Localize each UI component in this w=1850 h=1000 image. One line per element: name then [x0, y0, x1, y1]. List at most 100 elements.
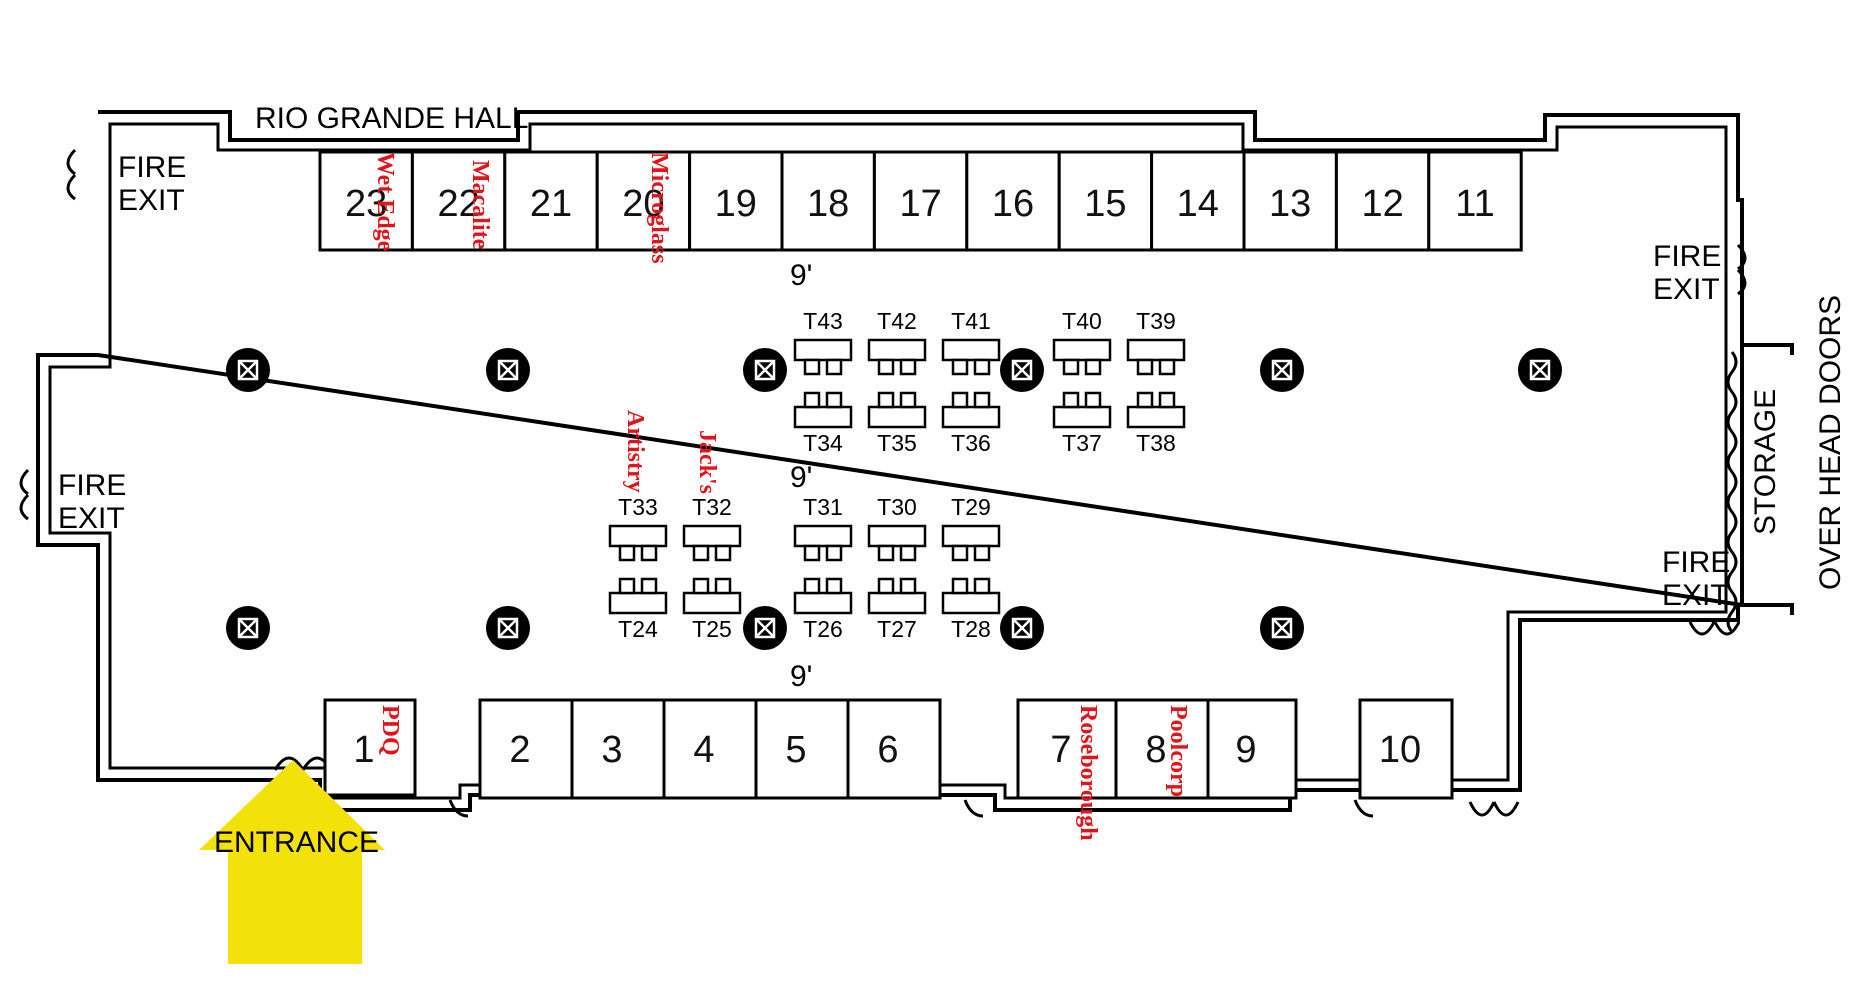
- booth-number: 8: [1145, 729, 1166, 771]
- table-t32[interactable]: T32: [682, 494, 742, 562]
- column-icon: [1000, 606, 1044, 650]
- booth-4[interactable]: 4: [662, 698, 758, 800]
- svg-text:EXIT: EXIT: [1653, 273, 1720, 306]
- booth-23[interactable]: 23: [318, 150, 414, 252]
- booth-22[interactable]: 22: [410, 150, 507, 252]
- table-label: T24: [618, 616, 658, 642]
- table-label: T35: [877, 430, 917, 456]
- table-t26[interactable]: T26: [793, 577, 853, 642]
- booth-number: 17: [899, 183, 941, 225]
- table-t28[interactable]: T28: [941, 577, 1001, 642]
- booth-11[interactable]: 11: [1427, 150, 1523, 252]
- booth-15[interactable]: 15: [1057, 150, 1154, 252]
- table-label: T34: [803, 430, 843, 456]
- aisle-width-middle: 9': [790, 461, 812, 494]
- svg-text:FIRE: FIRE: [1662, 546, 1730, 579]
- table-t37[interactable]: T37: [1052, 391, 1112, 456]
- table-label: T32: [692, 494, 732, 520]
- table-label: T30: [877, 494, 917, 520]
- exhibitor-names: Wet Edge Macalite Microglass PDQ Rosebor…: [372, 152, 1191, 841]
- booth-number: 21: [530, 183, 572, 225]
- booth-number: 1: [353, 729, 374, 771]
- column-icon: [743, 606, 787, 650]
- table-label: T42: [877, 308, 917, 334]
- booth-number: 18: [807, 183, 849, 225]
- exhibitor-pdq: PDQ: [377, 705, 403, 756]
- booth-7[interactable]: 7: [1016, 698, 1118, 800]
- booth-number: 19: [715, 183, 757, 225]
- booth-number: 22: [437, 183, 479, 225]
- column-icon: [1518, 348, 1562, 392]
- booth-number: 12: [1361, 183, 1403, 225]
- table-t42[interactable]: T42: [867, 308, 927, 376]
- booth-14[interactable]: 14: [1150, 150, 1246, 252]
- overhead-doors-label: OVER HEAD DOORS: [1814, 295, 1847, 590]
- booth-10[interactable]: 10: [1358, 698, 1454, 800]
- booth-12[interactable]: 12: [1334, 150, 1431, 252]
- booth-number: 14: [1177, 183, 1219, 225]
- booth-number: 2: [509, 729, 530, 771]
- table-t33[interactable]: T33: [608, 494, 668, 562]
- table-t24[interactable]: T24: [608, 577, 668, 642]
- booth-number: 9: [1235, 729, 1256, 771]
- column-icon: [486, 348, 530, 392]
- booth-6[interactable]: 6: [846, 698, 942, 800]
- booth-13[interactable]: 13: [1242, 150, 1338, 252]
- exhibitor-wet-edge: Wet Edge: [372, 152, 398, 252]
- booth-number: 4: [693, 729, 714, 771]
- booth-16[interactable]: 16: [965, 150, 1061, 252]
- table-t43[interactable]: T43: [793, 308, 853, 376]
- table-label: T27: [877, 616, 917, 642]
- column-icon: [226, 348, 270, 392]
- table-t40[interactable]: T40: [1052, 308, 1112, 376]
- table-t27[interactable]: T27: [867, 577, 927, 642]
- table-t34[interactable]: T34: [793, 391, 853, 456]
- svg-text:FIRE: FIRE: [58, 469, 126, 502]
- table-t35[interactable]: T35: [867, 391, 927, 456]
- booth-2[interactable]: 2: [478, 698, 574, 800]
- table-t39[interactable]: T39: [1126, 308, 1186, 376]
- fire-exit-se: FIRE EXIT: [1662, 546, 1730, 612]
- table-t31[interactable]: T31: [793, 494, 853, 562]
- aisle-width-bottom: 9': [790, 660, 812, 693]
- table-label: T28: [951, 616, 991, 642]
- booth-18[interactable]: 18: [780, 150, 876, 252]
- booth-1[interactable]: 1: [323, 698, 417, 797]
- booth-number: 10: [1379, 729, 1421, 771]
- booth-20[interactable]: 20: [595, 150, 692, 252]
- storage-label: STORAGE: [1749, 389, 1782, 535]
- booth-number: 11: [1455, 183, 1494, 225]
- booth-3[interactable]: 3: [570, 698, 666, 800]
- svg-text:EXIT: EXIT: [118, 184, 185, 217]
- booth-9[interactable]: 9: [1206, 698, 1298, 800]
- table-t29[interactable]: T29: [941, 494, 1001, 562]
- fire-exit-nw: FIRE EXIT: [118, 151, 186, 217]
- table-t36[interactable]: T36: [941, 391, 1001, 456]
- exhibitor-macalite: Macalite: [467, 160, 493, 250]
- booth-number: 7: [1050, 729, 1071, 771]
- table-t38[interactable]: T38: [1126, 391, 1186, 456]
- table-t41[interactable]: T41: [941, 308, 1001, 376]
- exhibitor-microglass: Microglass: [646, 152, 672, 264]
- table-t30[interactable]: T30: [867, 494, 927, 562]
- booth-17[interactable]: 17: [872, 150, 969, 252]
- table-label: T31: [803, 494, 843, 520]
- booth-number: 6: [877, 729, 898, 771]
- table-label: T29: [951, 494, 991, 520]
- exhibitor-poolcorp: Poolcorp: [1165, 705, 1191, 797]
- booth-19[interactable]: 19: [688, 150, 784, 252]
- table-label: T38: [1136, 430, 1176, 456]
- table-label: T40: [1062, 308, 1102, 334]
- column-icon: [743, 348, 787, 392]
- booth-number: 13: [1269, 183, 1311, 225]
- booth-number: 20: [622, 183, 664, 225]
- booth-21[interactable]: 21: [503, 150, 599, 252]
- columns: [226, 348, 1562, 650]
- booth-8[interactable]: 8: [1114, 698, 1210, 800]
- booth-5[interactable]: 5: [754, 698, 850, 800]
- table-t25[interactable]: T25: [682, 577, 742, 642]
- table-label: T25: [692, 616, 732, 642]
- exhibitor-jacks: Jack's: [694, 430, 720, 494]
